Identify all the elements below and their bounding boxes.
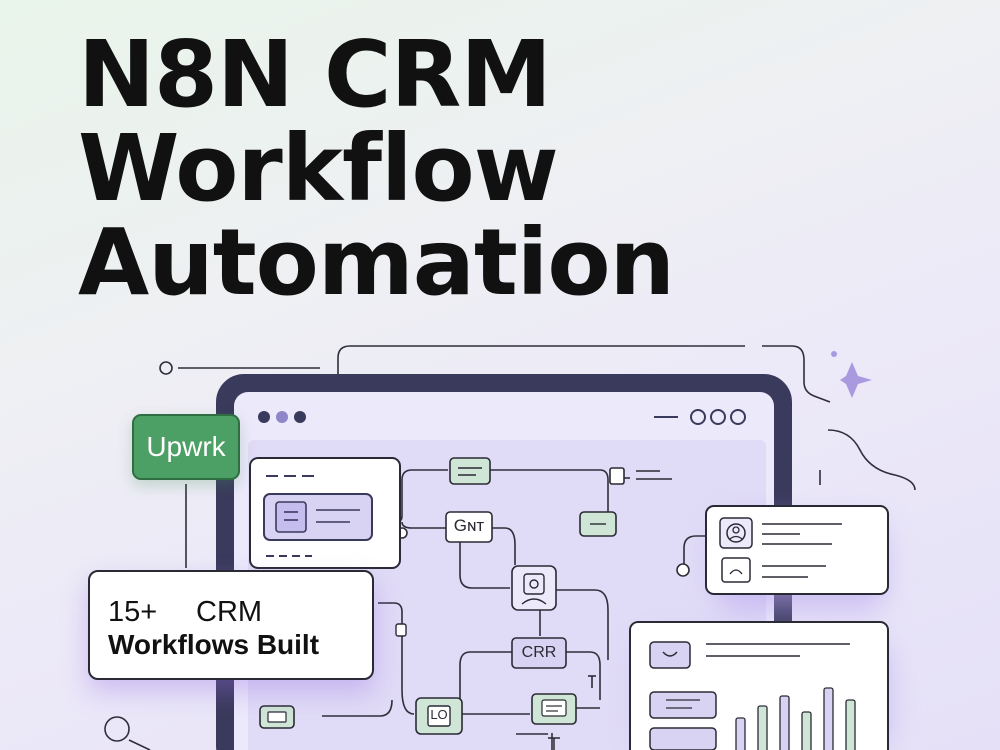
node-right-green (579, 511, 617, 537)
node-bottom-left-green (259, 705, 295, 729)
window-dots-icon (258, 409, 746, 425)
node-small-square (609, 467, 672, 485)
node-gnt-label: Gɴт (453, 516, 485, 535)
user-icon (511, 565, 557, 611)
profile-card (705, 505, 889, 595)
profile-icon (719, 517, 753, 549)
node-bottom-right-green (531, 693, 577, 725)
node-top-green (449, 457, 491, 485)
node-gnt (445, 511, 493, 543)
stat-label-bottom: Workflows Built (108, 629, 320, 660)
node-lo-label: LO (430, 707, 448, 722)
title-line-2: Workflow (78, 115, 559, 222)
node-crr (511, 637, 567, 669)
title-line-3: Automation (78, 209, 675, 316)
decor-lines (104, 345, 916, 750)
node-crr-label: CRR (521, 644, 557, 661)
stats-card: 15+ CRM Workflows Built (88, 570, 374, 680)
stat-count: 15+ (108, 596, 158, 628)
upwork-badge: Upwrk (132, 414, 240, 480)
sparkle-icon (831, 351, 872, 398)
page-title: N8N CRM Workflow Automation (78, 21, 675, 316)
form-node-card (249, 457, 401, 569)
connectors (322, 469, 706, 750)
title-line-1: N8N CRM (78, 21, 552, 128)
chart-icon (735, 687, 856, 750)
stat-label-top: CRM (196, 596, 263, 628)
stat-line-1: 15+ CRM (108, 596, 372, 628)
